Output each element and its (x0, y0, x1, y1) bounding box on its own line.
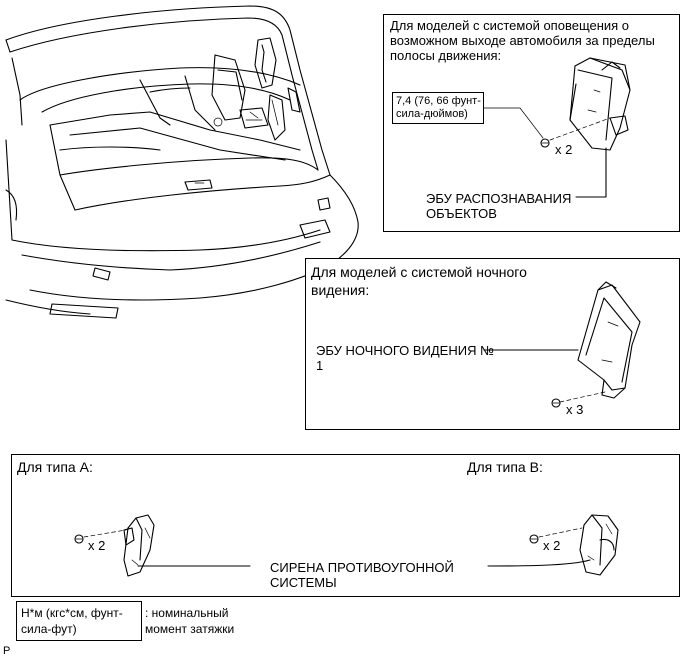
bolt-icon (529, 534, 539, 544)
type-a-label: Для типа A: (17, 459, 93, 475)
object-ecu-panel-title: Для моделей с системой оповещения о возм… (390, 18, 655, 63)
night-vision-ecu-label: ЭБУ НОЧНОГО ВИДЕНИЯ № 1 (316, 343, 495, 373)
type-a-bolt-count: x 2 (88, 538, 106, 553)
bolt-icon (551, 398, 561, 408)
legend-description: : номинальный момент затяжки (145, 606, 235, 636)
siren-b-icon (487, 514, 619, 576)
bolt-icon (74, 534, 84, 544)
night-vision-panel-title: Для моделей с системой ночного видения: (311, 264, 527, 298)
torque-spec-value: 7,4 (76, 66 фунт-сила-дюймов) (396, 95, 481, 120)
corner-mark: P (3, 645, 11, 657)
siren-label: СИРЕНА ПРОТИВОУГОННОЙ СИСТЕМЫ (270, 560, 454, 590)
object-ecu-label: ЭБУ РАСПОЗНАВАНИЯ ОБЪЕКТОВ (426, 191, 572, 221)
legend-symbol: Н*м (кгс*см, фунт-сила-фут) (21, 606, 123, 636)
night-vision-panel (305, 258, 680, 430)
type-b-bolt-count: x 2 (543, 538, 561, 553)
torque-spec-box (392, 92, 484, 124)
type-b-label: Для типа B: (467, 459, 543, 475)
siren-a-icon (74, 514, 251, 577)
bolt-icon (540, 138, 550, 148)
legend-symbol-box (16, 601, 142, 641)
night-vision-bolt-count: x 3 (566, 402, 584, 417)
object-ecu-bolt-count: x 2 (555, 142, 573, 157)
siren-panel (11, 454, 680, 597)
